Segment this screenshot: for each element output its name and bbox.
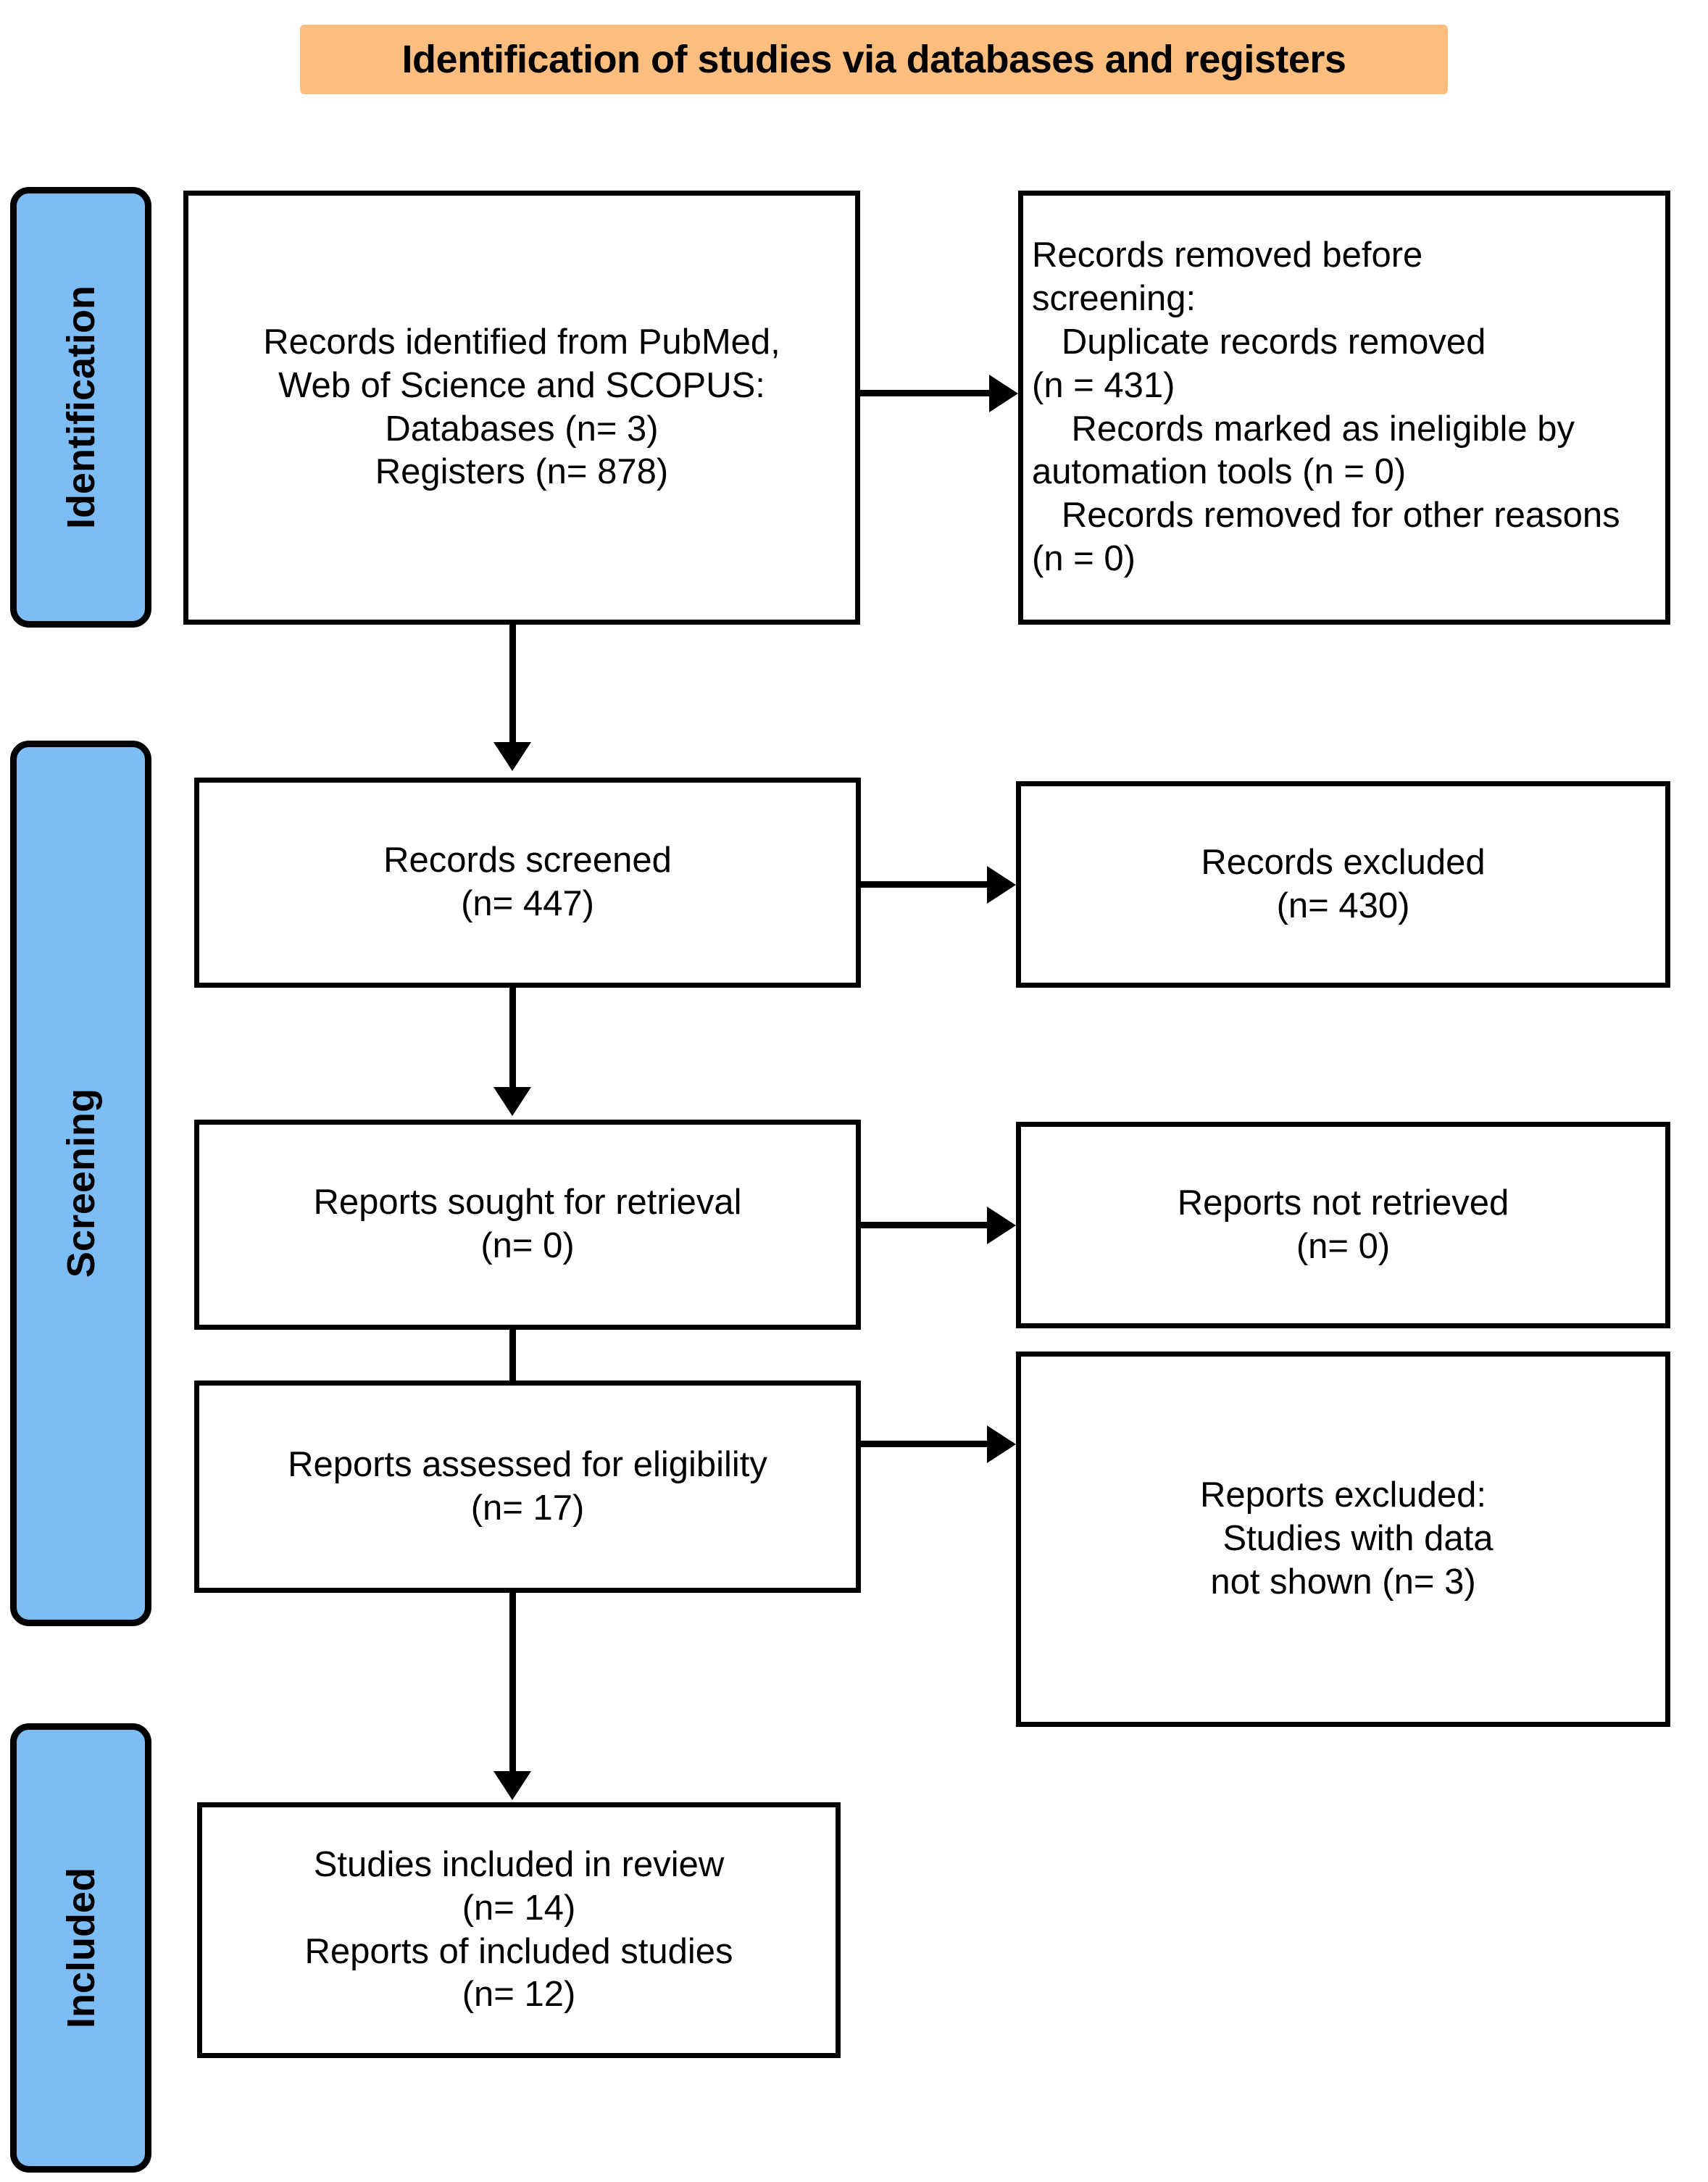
diagram-title: Identification of studies via databases … [401,38,1346,81]
phase-label-identification: Identification [59,286,103,529]
box-studies-included-text: Studies included in review (n= 14) Repor… [304,1844,733,2015]
arrowhead-identified-to-removed [989,375,1018,412]
box-reports-not-retrieved: Reports not retrieved (n= 0) [1016,1122,1670,1328]
box-reports-assessed-for-eligibility-text: Reports assessed for eligibility (n= 17) [288,1444,767,1528]
box-studies-included: Studies included in review (n= 14) Repor… [197,1802,841,2058]
box-records-removed-before-screening-text: Records removed before screening: Duplic… [1032,236,1620,578]
arrowhead-screened-to-excluded [987,866,1016,904]
connector-assessed-to-reports-excluded [861,1441,988,1447]
box-records-screened-text: Records screened (n= 447) [383,841,672,923]
connector-screened-to-sought [509,988,516,1089]
box-reports-sought-for-retrieval-text: Reports sought for retrieval (n= 0) [313,1183,742,1265]
connector-sought-to-assessed [509,1330,516,1424]
phase-bar-identification: Identification [10,187,151,628]
box-records-screened: Records screened (n= 447) [194,778,861,988]
box-reports-excluded: Reports excluded: Studies with data not … [1016,1352,1670,1727]
phase-bar-included: Included [10,1723,151,2173]
box-records-excluded: Records excluded (n= 430) [1016,781,1670,988]
box-reports-not-retrieved-text: Reports not retrieved (n= 0) [1177,1183,1509,1266]
arrowhead-identified-to-screened [493,742,531,771]
phase-bar-screening: Screening [10,741,151,1626]
phase-label-included: Included [59,1867,103,2028]
arrowhead-assessed-to-reports-excluded [987,1425,1016,1463]
connector-assessed-to-included [509,1593,516,1774]
diagram-title-banner: Identification of studies via databases … [300,25,1448,94]
connector-sought-to-not-retrieved [861,1222,988,1228]
arrowhead-assessed-to-included [493,1771,531,1800]
phase-label-screening: Screening [59,1088,103,1278]
box-reports-assessed-for-eligibility: Reports assessed for eligibility (n= 17) [194,1381,861,1593]
box-records-identified-text: Records identified from PubMed, Web of S… [263,322,780,492]
box-records-removed-before-screening: Records removed before screening: Duplic… [1018,191,1670,625]
box-reports-excluded-text: Reports excluded: Studies with data not … [1200,1475,1494,1602]
arrowhead-screened-to-sought [493,1087,531,1116]
arrowhead-sought-to-not-retrieved [987,1207,1016,1244]
box-reports-sought-for-retrieval: Reports sought for retrieval (n= 0) [194,1120,861,1330]
connector-screened-to-excluded [861,881,988,888]
box-records-identified: Records identified from PubMed, Web of S… [183,191,860,625]
connector-identified-to-removed [860,390,991,396]
connector-identified-to-screened [509,625,516,744]
box-records-excluded-text: Records excluded (n= 430) [1201,842,1486,925]
